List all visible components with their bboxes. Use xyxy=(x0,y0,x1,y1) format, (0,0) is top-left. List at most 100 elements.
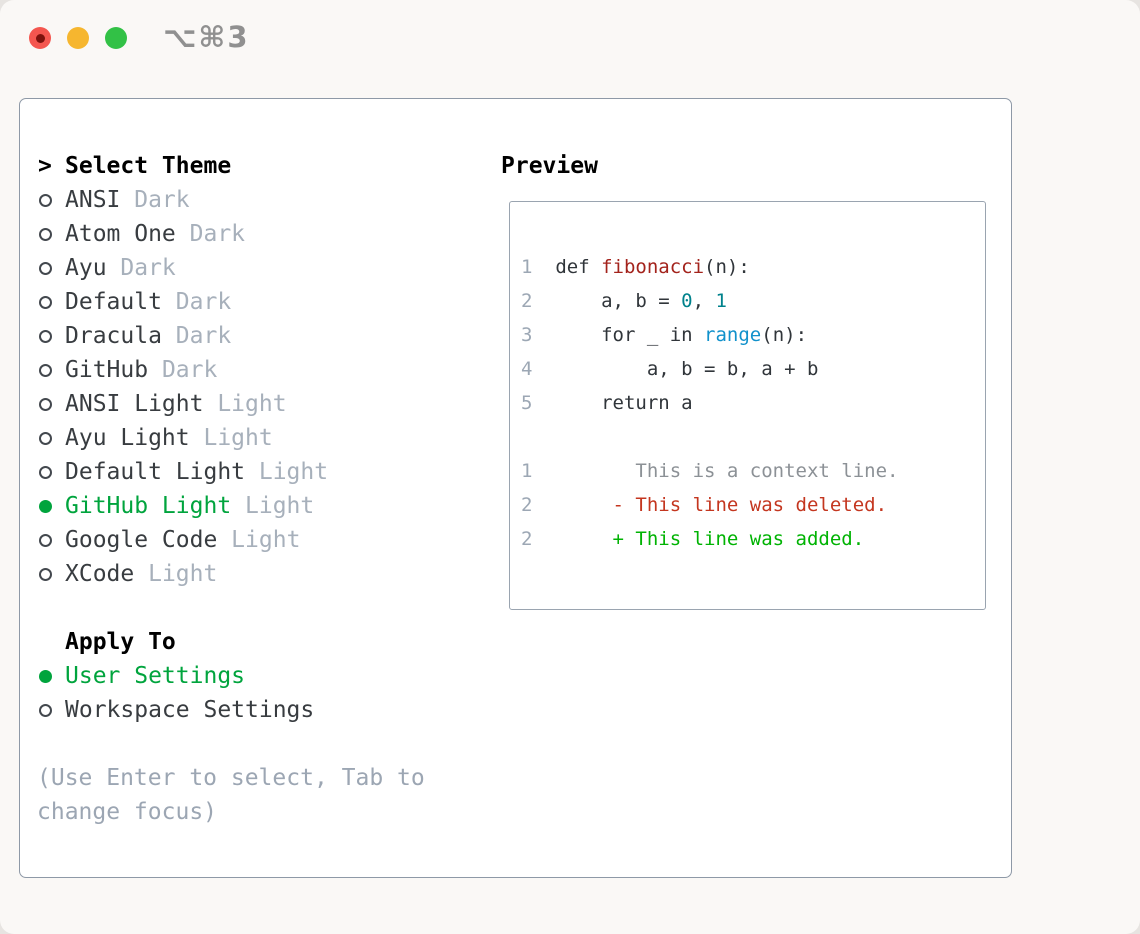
code-text: def xyxy=(555,256,602,278)
code-text: , xyxy=(692,290,716,312)
theme-option[interactable]: XCode Light xyxy=(37,557,425,591)
code-text: (n): xyxy=(761,324,808,346)
minimize-button[interactable] xyxy=(67,27,89,49)
theme-name: Ayu xyxy=(65,255,107,281)
line-number: 1 xyxy=(521,256,556,278)
window-shortcut-title: ⌥⌘3 xyxy=(163,20,250,54)
theme-option[interactable]: Ayu Dark xyxy=(37,251,425,285)
theme-option[interactable]: GitHub Dark xyxy=(37,353,425,387)
close-button[interactable] xyxy=(29,27,51,49)
theme-variant-badge: Light xyxy=(134,561,218,587)
preview-line: 1 This is a context line. xyxy=(521,454,977,488)
theme-option[interactable]: Dracula Dark xyxy=(37,319,425,353)
line-number: 4 xyxy=(521,358,556,380)
theme-list-title: Select Theme xyxy=(65,153,232,179)
radio-cell xyxy=(37,285,65,319)
radio-cell xyxy=(37,217,65,251)
preview-title: Preview xyxy=(501,153,598,179)
radio-icon xyxy=(39,227,52,241)
preview-line: 2 + This line was added. xyxy=(521,522,977,556)
theme-variant-badge: Light xyxy=(217,527,301,553)
close-dot-icon xyxy=(35,33,45,43)
theme-variant-badge: Light xyxy=(231,493,315,519)
theme-name: Dracula xyxy=(65,323,162,349)
diff-deleted-text: - This line was deleted. xyxy=(532,494,888,516)
theme-variant-badge: Dark xyxy=(148,357,218,383)
theme-option[interactable]: GitHub Light Light xyxy=(37,489,425,523)
theme-name: GitHub Light xyxy=(65,493,232,519)
theme-name: ANSI Light xyxy=(65,391,204,417)
code-text: a, b = xyxy=(555,290,682,312)
line-number: 2 xyxy=(521,290,556,312)
theme-variant-badge: Dark xyxy=(161,289,232,315)
line-number: 3 xyxy=(521,324,556,346)
radio-cell xyxy=(37,421,65,455)
line-number: 2 xyxy=(521,494,533,516)
number-token: 0 xyxy=(681,290,693,312)
spacer xyxy=(37,591,425,625)
radio-icon xyxy=(39,533,52,547)
theme-variant-badge: Dark xyxy=(120,187,190,213)
apply-to-header: Apply To xyxy=(37,625,425,659)
theme-option[interactable]: ANSI Dark xyxy=(37,183,425,217)
radio-cell xyxy=(37,489,65,523)
code-text: for _ in xyxy=(555,324,705,346)
preview-line: 2 - This line was deleted. xyxy=(521,488,977,522)
radio-icon xyxy=(39,295,52,309)
apply-to-option[interactable]: User Settings xyxy=(37,659,425,693)
preview-line: 3 for _ in range(n): xyxy=(521,318,977,352)
theme-name: ANSI xyxy=(65,187,121,213)
theme-option[interactable]: Atom One Dark xyxy=(37,217,425,251)
radio-icon xyxy=(39,193,52,207)
radio-cell xyxy=(37,353,65,387)
code-text: return a xyxy=(555,392,693,414)
theme-name: GitHub xyxy=(65,357,149,383)
radio-icon xyxy=(39,703,52,717)
radio-cell xyxy=(37,523,65,557)
theme-variant-badge: Light xyxy=(245,459,329,485)
theme-option[interactable]: Default Dark xyxy=(37,285,425,319)
theme-variant-badge: Light xyxy=(189,425,273,451)
radio-cell xyxy=(37,693,65,727)
apply-to-label: User Settings xyxy=(65,663,246,689)
preview-line: 1 def fibonacci(n): xyxy=(521,250,977,284)
radio-selected-icon xyxy=(39,499,52,513)
theme-variant-badge: Dark xyxy=(175,221,246,247)
code-text: (n): xyxy=(704,256,750,278)
radio-cell xyxy=(37,319,65,353)
line-number: 2 xyxy=(521,528,533,550)
builtin-token: range xyxy=(704,324,762,346)
theme-option[interactable]: Ayu Light Light xyxy=(37,421,425,455)
theme-name: Default Light xyxy=(65,459,246,485)
radio-icon xyxy=(39,363,52,377)
code-text: a, b = b, a + b xyxy=(555,358,819,380)
radio-icon xyxy=(39,567,52,581)
diff-context-text: This is a context line. xyxy=(532,460,899,482)
theme-option[interactable]: ANSI Light Light xyxy=(37,387,425,421)
hint-text-line2: change focus) xyxy=(37,799,218,825)
selection-cell xyxy=(37,625,65,659)
theme-option[interactable]: Default Light Light xyxy=(37,455,425,489)
preview-line: 4 a, b = b, a + b xyxy=(521,352,977,386)
preview-line: 5 return a xyxy=(521,386,977,420)
radio-cell xyxy=(37,387,65,421)
radio-icon xyxy=(39,465,52,479)
zoom-button[interactable] xyxy=(105,27,127,49)
radio-icon xyxy=(39,261,52,275)
theme-name: Google Code xyxy=(65,527,218,553)
theme-name: Atom One xyxy=(65,221,176,247)
radio-cell xyxy=(37,251,65,285)
radio-icon xyxy=(39,329,52,343)
radio-icon xyxy=(39,397,52,411)
apply-to-label: Workspace Settings xyxy=(65,697,315,723)
theme-option[interactable]: Google Code Light xyxy=(37,523,425,557)
preview-line: 2 a, b = 0, 1 xyxy=(521,284,977,318)
radio-cell xyxy=(37,183,65,217)
theme-variant-badge: Dark xyxy=(106,255,176,281)
apply-to-title: Apply To xyxy=(65,629,176,655)
apply-to-option[interactable]: Workspace Settings xyxy=(37,693,425,727)
preview-blank-line xyxy=(521,420,977,454)
